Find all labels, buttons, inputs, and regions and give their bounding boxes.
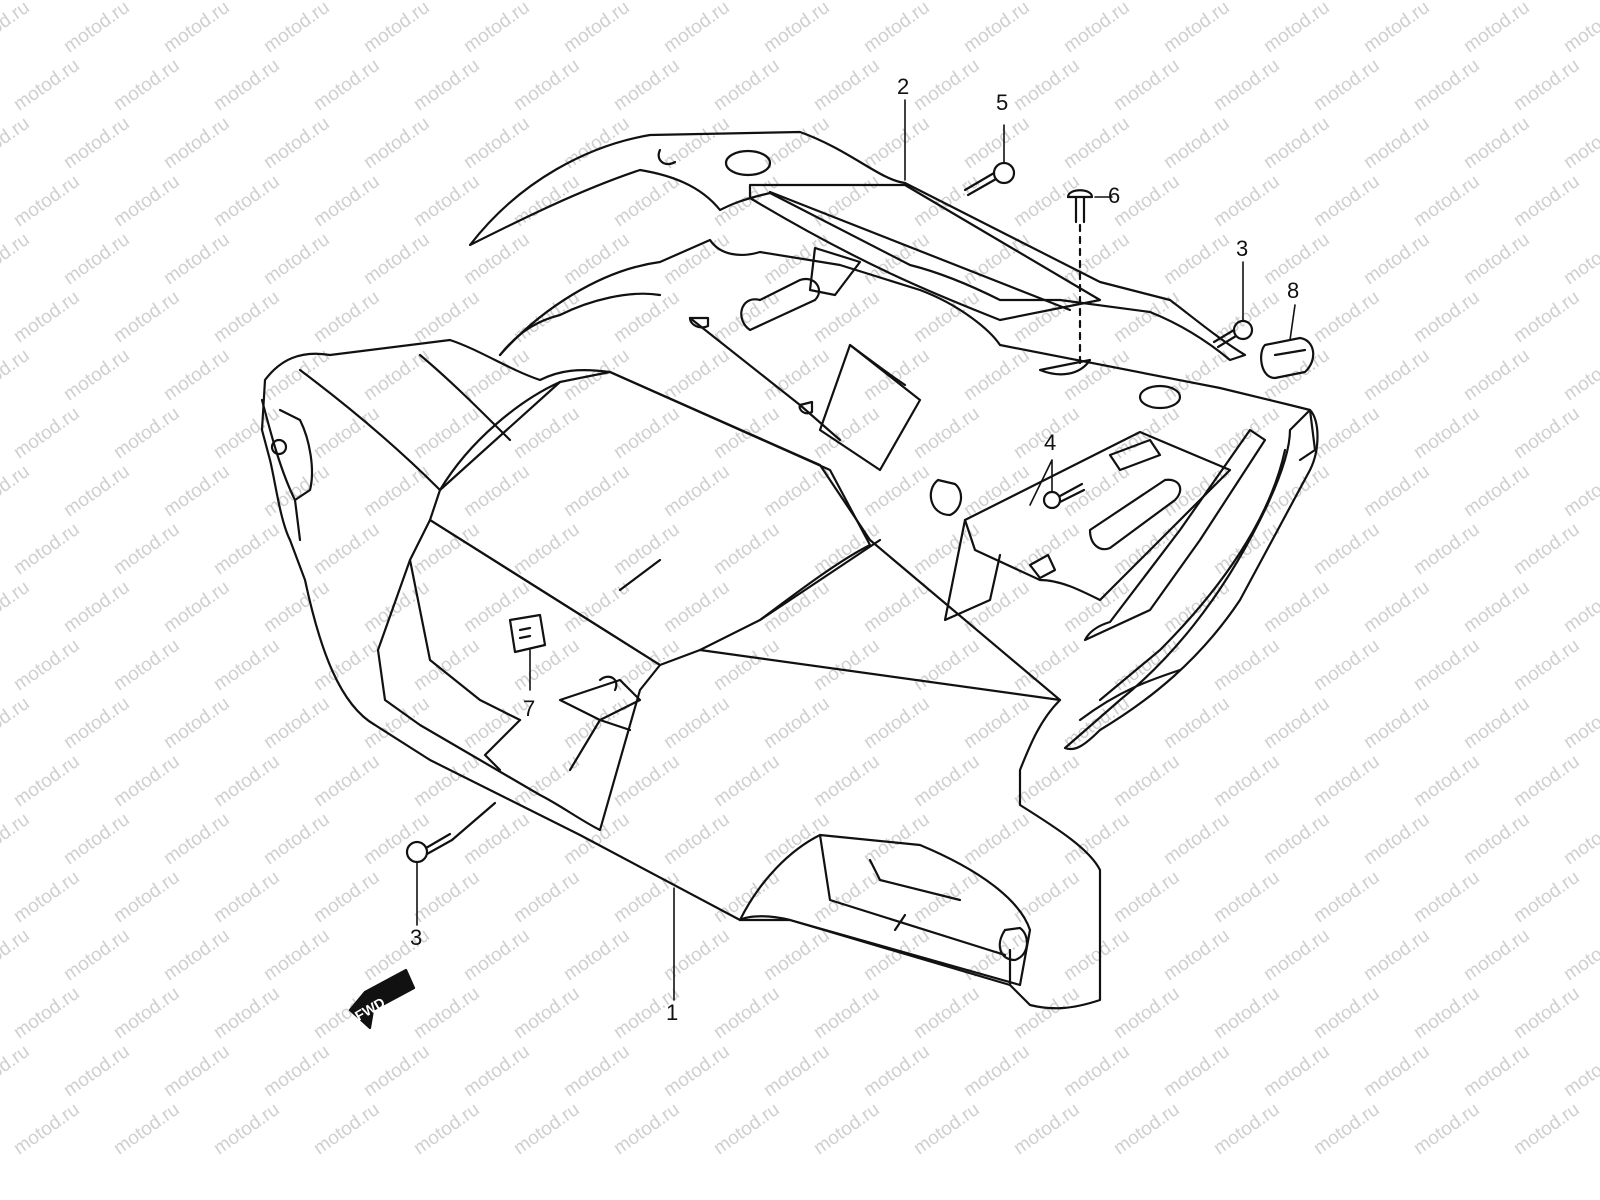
leader-8 — [1289, 304, 1296, 341]
callout-3-lower: 3 — [410, 925, 423, 950]
callout-5: 5 — [996, 90, 1009, 115]
right-side-cover — [929, 408, 1319, 751]
hardware — [348, 161, 1315, 1030]
inner-frame — [498, 238, 1317, 472]
callout-4: 4 — [1044, 430, 1057, 455]
leader-4 — [1029, 459, 1053, 506]
leader-lines — [416, 99, 1296, 1001]
part-1-front-fairing — [260, 338, 1102, 1010]
callout-3-upper: 3 — [1236, 236, 1249, 261]
callout-7: 7 — [523, 696, 536, 721]
part-2-rear-panel — [468, 130, 1247, 410]
callout-8: 8 — [1287, 278, 1300, 303]
callout-2: 2 — [897, 74, 910, 99]
callout-6: 6 — [1108, 183, 1121, 208]
callout-1: 1 — [666, 1000, 679, 1025]
